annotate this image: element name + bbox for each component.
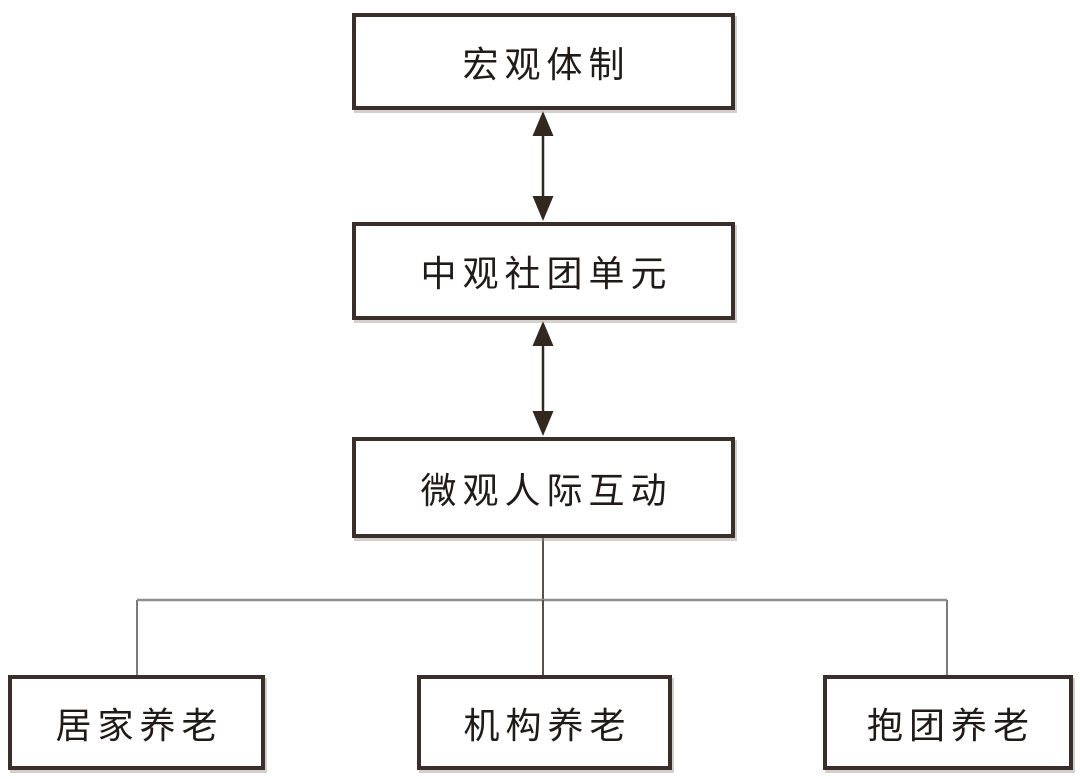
node-macro-system: 宏观体制 [352,13,735,110]
node-group-label: 抱团养老 [866,705,1035,746]
edge-macro-meso-double-arrow-icon [532,111,554,221]
node-meso-community-unit: 中观社团单元 [352,222,735,320]
node-institutional-care: 机构养老 [417,675,672,770]
edge-micro-children-tree [136,538,948,677]
node-micro-interpersonal-interaction: 微观人际互动 [352,437,735,538]
node-meso-label: 中观社团单元 [420,254,673,294]
node-home-based-care: 居家养老 [8,675,265,770]
node-micro-label: 微观人际互动 [420,470,673,511]
edge-meso-micro-double-arrow-icon [532,321,554,436]
node-group-care: 抱团养老 [823,675,1073,770]
node-home-label: 居家养老 [55,705,224,746]
node-macro-label: 宏观体制 [462,44,631,85]
node-institution-label: 机构养老 [463,705,632,746]
